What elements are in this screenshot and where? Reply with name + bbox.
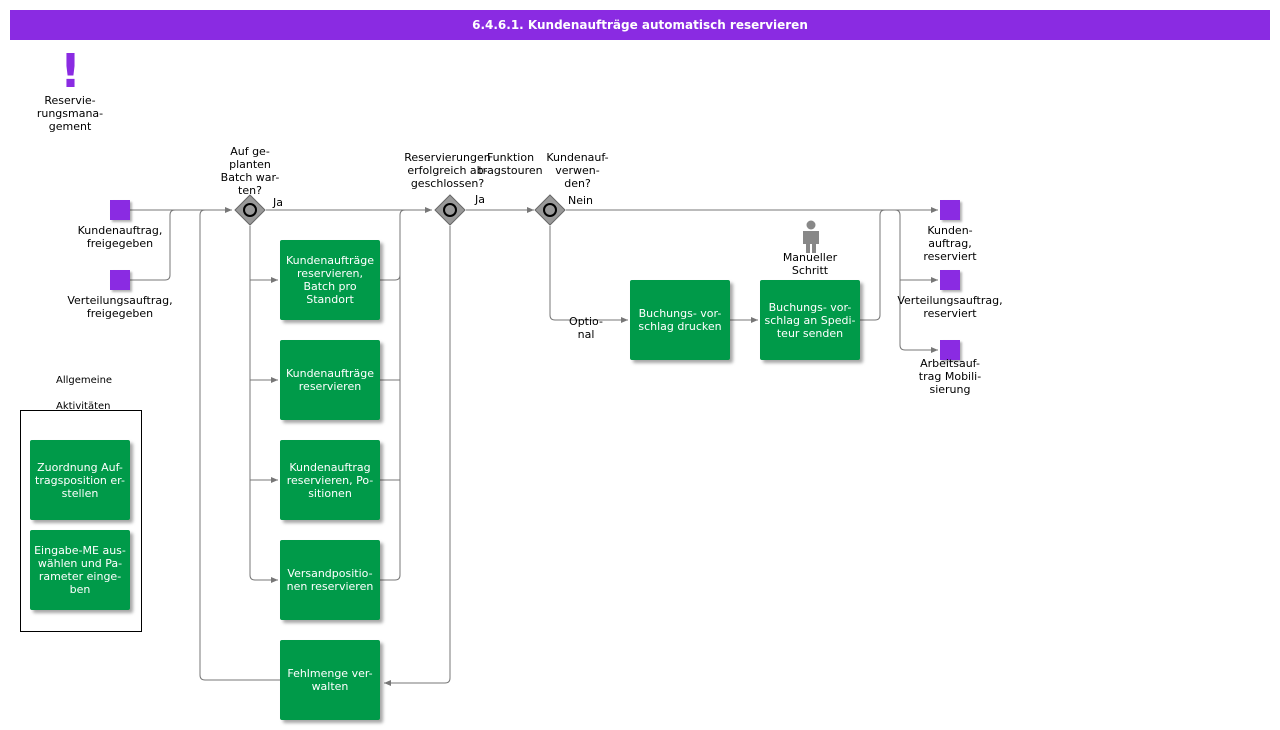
- gateway-function[interactable]: [533, 193, 567, 227]
- end-event-kundenauftrag[interactable]: [940, 200, 960, 220]
- gateway-function-no-label: Nein: [568, 194, 594, 207]
- gateway-batch[interactable]: [233, 193, 267, 227]
- end-event-verteilungsauftrag[interactable]: [940, 270, 960, 290]
- task-batch-reserve[interactable]: Kundenaufträge reservieren, Batch pro St…: [280, 240, 380, 320]
- start-event-verteilungsauftrag[interactable]: [110, 270, 130, 290]
- general-activities-title-1: Allgemeine: [56, 375, 113, 385]
- gateway-function-question: Funktion tragstouren: [478, 151, 543, 177]
- task-reserve-orders[interactable]: Kundenaufträge reservieren: [280, 340, 380, 420]
- task-reserve-positions[interactable]: Kundenauftrag reservieren, Po- sitionen: [280, 440, 380, 520]
- gateway-batch-question: Auf ge- planten Batch war- ten?: [220, 145, 280, 197]
- manual-step-label: Manueller Schritt: [782, 251, 838, 277]
- gateway-success[interactable]: [433, 193, 467, 227]
- task-input-parameters[interactable]: Eingabe-ME aus- wählen und Pa- rameter e…: [30, 530, 130, 610]
- start-event-kundenauftrag-label: Kundenauftrag, freigegeben: [77, 224, 163, 250]
- start-event-kundenauftrag[interactable]: [110, 200, 130, 220]
- task-reserve-shipping[interactable]: Versandpositio- nen reservieren: [280, 540, 380, 620]
- diagram-title: 6.4.6.1. Kundenaufträge automatisch rese…: [10, 10, 1270, 40]
- end-event-arbeitsauftrag[interactable]: [940, 340, 960, 360]
- general-activities-title-2: Aktivitäten: [56, 401, 111, 410]
- start-event-verteilungsauftrag-label: Verteilungsauftrag, freigegeben: [67, 294, 173, 320]
- exclamation-icon: !: [60, 44, 81, 98]
- end-event-kundenauftrag-label: Kunden- auftrag, reserviert: [923, 224, 977, 263]
- task-assign-position[interactable]: Zuordnung Auf- tragsposition er- stellen: [30, 440, 130, 520]
- gateway-batch-yes-label: Ja: [273, 196, 283, 209]
- reservation-management-label: Reservie- rungsmana- gement: [36, 94, 104, 133]
- end-event-arbeitsauftrag-label: Arbeitsauf- trag Mobili- sierung: [918, 357, 982, 396]
- task-print-proposal[interactable]: Buchungs- vor- schlag drucken: [630, 280, 730, 360]
- gateway-function-question-2: Kundenauf- verwen- den?: [546, 151, 609, 190]
- task-manage-shortage[interactable]: Fehlmenge ver- walten: [280, 640, 380, 720]
- person-icon: [803, 220, 819, 253]
- gateway-success-yes-label: Ja: [475, 193, 485, 206]
- end-event-verteilungsauftrag-label: Verteilungsauftrag, reserviert: [897, 294, 1003, 320]
- gateway-function-optional-label: Optio- nal: [569, 315, 603, 341]
- gateway-success-question: Reservierungen erfolgreich ab- geschloss…: [404, 151, 491, 190]
- task-send-proposal[interactable]: Buchungs- vor- schlag an Spedi- teur sen…: [760, 280, 860, 360]
